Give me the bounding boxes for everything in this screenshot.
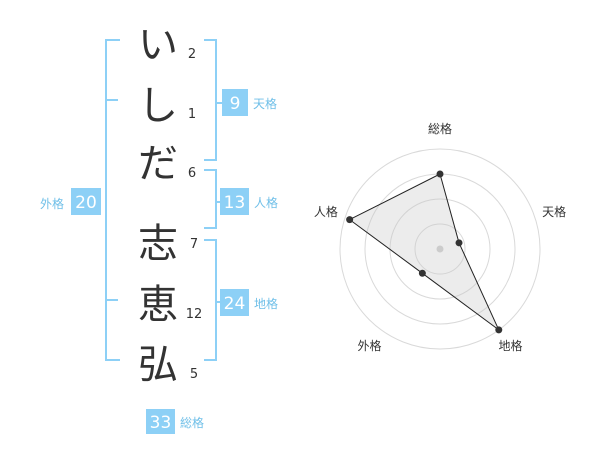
stroke-count-6: 5 <box>190 367 198 382</box>
radar-ring-4 <box>339 148 541 350</box>
chikaku-label: 地格 <box>254 296 278 311</box>
stroke-count-2: 1 <box>188 107 196 122</box>
gaikaku-bracket <box>105 39 120 361</box>
jinkaku-value: 13 <box>224 193 246 213</box>
radar-points <box>346 170 503 334</box>
soukaku-label: 総格 <box>180 415 204 430</box>
gaikaku-label: 外格 <box>40 196 64 211</box>
chikaku-bracket <box>204 239 217 361</box>
radar-axis-label-2: 天格 <box>542 204 566 219</box>
chikaku-box: 24 <box>220 289 249 316</box>
jinkaku-bracket <box>204 169 217 229</box>
gaikaku-bracket-ticks <box>106 99 118 301</box>
jinkaku-label: 人格 <box>254 195 278 210</box>
name-char-3: だ <box>138 141 178 187</box>
jinkaku-box: 13 <box>220 188 249 215</box>
tenkaku-box: 9 <box>222 89 248 116</box>
gaikaku-box: 20 <box>71 188 101 215</box>
radar-point-3 <box>495 326 503 334</box>
chikaku-value: 24 <box>224 294 246 314</box>
tenkaku-label: 天格 <box>253 96 277 111</box>
name-char-5: 恵 <box>138 282 178 328</box>
stroke-count-4: 7 <box>190 237 198 252</box>
stroke-count-3: 6 <box>188 166 196 181</box>
name-char-6: 弘 <box>138 342 178 388</box>
radar-point-4 <box>418 269 426 277</box>
name-column: い 2 し 1 だ 6 志 7 恵 12 弘 5 <box>138 22 202 388</box>
name-char-4: 志 <box>138 221 178 267</box>
tenkaku-bracket <box>204 39 217 161</box>
radar-point-5 <box>346 216 354 224</box>
name-char-1: い <box>138 22 178 68</box>
gaikaku-value: 20 <box>75 193 97 213</box>
soukaku-value: 33 <box>150 413 172 433</box>
radar-point-2 <box>455 239 463 247</box>
radar-axis-label-1: 総格 <box>428 121 452 136</box>
radar-series-polygon <box>348 173 500 331</box>
name-char-2: し <box>138 83 178 129</box>
stroke-count-5: 12 <box>186 307 203 322</box>
stroke-count-1: 2 <box>188 47 196 62</box>
radar-axis-label-5: 人格 <box>314 204 338 219</box>
radar-axis-label-3: 地格 <box>498 338 522 353</box>
radar-ring-1 <box>414 223 466 275</box>
soukaku-box: 33 <box>146 409 175 434</box>
radar-axis-label-4: 外格 <box>357 338 381 353</box>
radar-center-dot <box>436 245 444 253</box>
tenkaku-value: 9 <box>230 94 241 114</box>
radar-point-1 <box>436 170 444 178</box>
